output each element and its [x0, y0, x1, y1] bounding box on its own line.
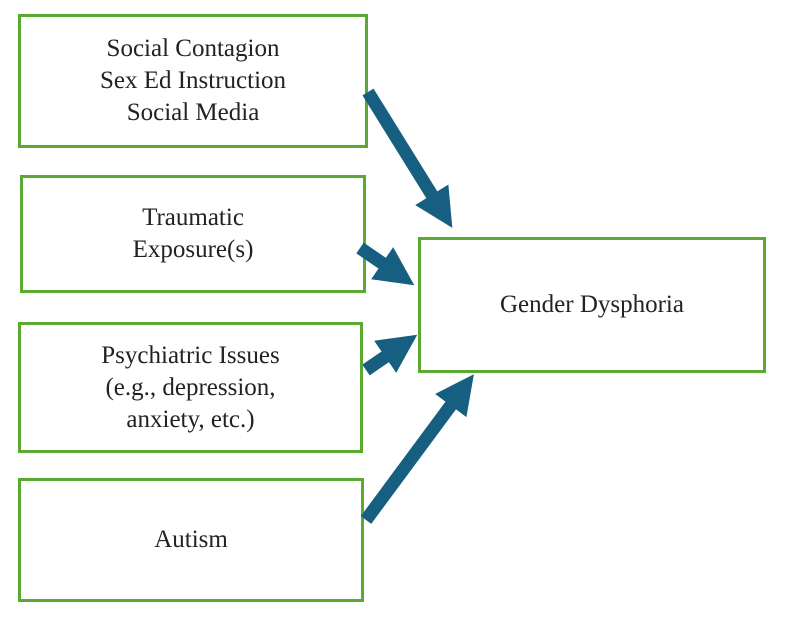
arrow-social-to-outcome — [362, 88, 453, 228]
arrow-autism-to-outcome — [360, 374, 474, 524]
factor-line: Sex Ed Instruction — [99, 67, 287, 94]
factor-line: Social Media — [126, 99, 260, 126]
factor-line: Autism — [154, 526, 228, 553]
arrow-psychiatric-to-outcome — [362, 334, 418, 376]
factor-line: (e.g., depression, — [105, 373, 276, 401]
factor-line: Traumatic — [142, 204, 244, 231]
factor-box-social: Social Contagion Sex Ed Instruction Soci… — [18, 14, 368, 148]
factor-line: Social Contagion — [106, 35, 280, 62]
factor-line: anxiety, etc.) — [126, 405, 255, 433]
factor-box-autism: Autism — [18, 478, 364, 602]
factor-box-psychiatric: Psychiatric Issues (e.g., depression, an… — [18, 322, 363, 453]
outcome-box-gender-dysphoria: Gender Dysphoria — [418, 237, 766, 373]
factor-line: Exposure(s) — [132, 236, 254, 263]
outcome-label: Gender Dysphoria — [500, 291, 684, 318]
factor-line: Psychiatric Issues — [101, 341, 280, 369]
factor-box-trauma: Traumatic Exposure(s) — [20, 175, 366, 293]
arrow-trauma-to-outcome — [356, 242, 415, 286]
